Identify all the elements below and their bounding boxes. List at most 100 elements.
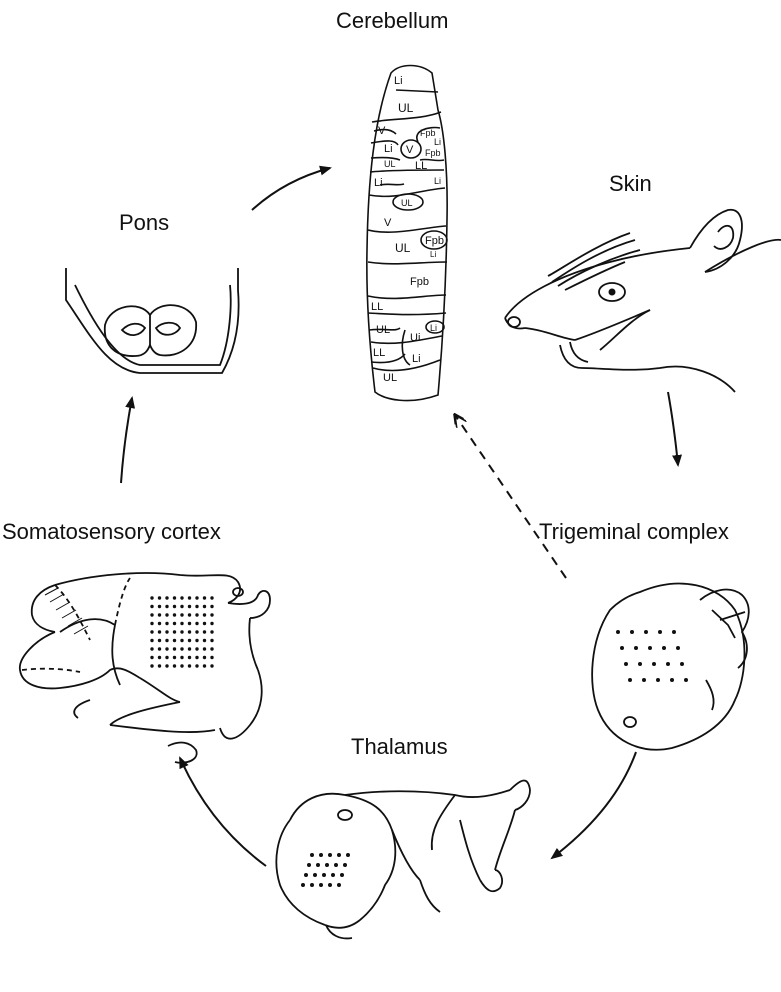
whisker-dot xyxy=(165,630,168,633)
whisker-dot xyxy=(210,639,213,642)
whisker-dot xyxy=(630,630,634,634)
whisker-dot xyxy=(158,596,161,599)
whisker-dot xyxy=(672,630,676,634)
whisker-dot xyxy=(203,596,206,599)
whisker-dot xyxy=(203,647,206,650)
whisker-dot xyxy=(210,605,213,608)
whisker-dot xyxy=(203,630,206,633)
cortex-dot-field xyxy=(150,596,213,667)
whisker-dot xyxy=(195,613,198,616)
whisker-dot xyxy=(158,639,161,642)
whisker-dot xyxy=(165,639,168,642)
whisker-dot xyxy=(331,873,335,877)
whisker-dot xyxy=(180,605,183,608)
whisker-dot xyxy=(173,622,176,625)
whisker-dot xyxy=(188,647,191,650)
whisker-dot xyxy=(313,873,317,877)
whisker-dot xyxy=(150,639,153,642)
whisker-dot xyxy=(652,662,656,666)
whisker-dot xyxy=(150,647,153,650)
whisker-dot xyxy=(180,664,183,667)
whisker-dot xyxy=(173,605,176,608)
whisker-dot xyxy=(195,664,198,667)
thalamus-dot-field xyxy=(301,853,350,887)
whisker-dot xyxy=(173,630,176,633)
whisker-dot xyxy=(620,646,624,650)
whisker-dot xyxy=(340,873,344,877)
whisker-dot xyxy=(150,622,153,625)
whisker-dot xyxy=(656,678,660,682)
whisker-dot xyxy=(337,853,341,857)
whisker-dot xyxy=(634,646,638,650)
whisker-dot xyxy=(670,678,674,682)
whisker-dot xyxy=(334,863,338,867)
whisker-dot xyxy=(173,639,176,642)
whisker-dot xyxy=(195,605,198,608)
whisker-dot xyxy=(210,630,213,633)
trigeminal-dot-field xyxy=(616,630,688,682)
whisker-dot xyxy=(658,630,662,634)
whisker-dot xyxy=(180,613,183,616)
whisker-dot xyxy=(165,596,168,599)
whisker-dot xyxy=(624,662,628,666)
whisker-dot xyxy=(188,664,191,667)
whisker-dot xyxy=(195,639,198,642)
whisker-dot xyxy=(684,678,688,682)
whisker-dot xyxy=(638,662,642,666)
whisker-dot xyxy=(195,622,198,625)
whisker-dot xyxy=(325,863,329,867)
whisker-dot xyxy=(210,664,213,667)
whisker-dot xyxy=(180,647,183,650)
whisker-dot xyxy=(203,639,206,642)
whisker-dot xyxy=(173,596,176,599)
whisker-dot xyxy=(644,630,648,634)
whisker-dot xyxy=(165,622,168,625)
whisker-dot xyxy=(188,639,191,642)
whisker-dot xyxy=(203,656,206,659)
whisker-dot xyxy=(188,622,191,625)
whisker-dot xyxy=(662,646,666,650)
whisker-dot xyxy=(150,613,153,616)
whisker-dot xyxy=(210,622,213,625)
whisker-dot xyxy=(301,883,305,887)
whisker-dot xyxy=(165,664,168,667)
whisker-dot xyxy=(158,622,161,625)
whisker-dot xyxy=(165,656,168,659)
whisker-dot xyxy=(680,662,684,666)
whisker-dot xyxy=(210,647,213,650)
whisker-dot xyxy=(346,853,350,857)
whisker-dot xyxy=(203,664,206,667)
whisker-dot xyxy=(210,596,213,599)
whisker-dot xyxy=(328,883,332,887)
whisker-dot xyxy=(642,678,646,682)
whisker-dot xyxy=(195,596,198,599)
whisker-dot xyxy=(188,656,191,659)
whisker-dot xyxy=(165,647,168,650)
whisker-dot xyxy=(188,596,191,599)
whisker-dot xyxy=(158,647,161,650)
whisker-dot xyxy=(203,622,206,625)
whisker-dot xyxy=(180,622,183,625)
whisker-dot xyxy=(158,605,161,608)
whisker-dot xyxy=(203,613,206,616)
whisker-dot xyxy=(195,647,198,650)
whisker-dot xyxy=(337,883,341,887)
whisker-dot xyxy=(319,883,323,887)
whisker-dot xyxy=(310,853,314,857)
whisker-dot xyxy=(648,646,652,650)
whisker-dot xyxy=(666,662,670,666)
whisker-dot xyxy=(188,613,191,616)
whisker-dot xyxy=(150,664,153,667)
whisker-dot xyxy=(203,605,206,608)
whisker-dot xyxy=(150,605,153,608)
whisker-dot xyxy=(322,873,326,877)
whisker-dot xyxy=(343,863,347,867)
whisker-dot xyxy=(165,605,168,608)
whisker-dot xyxy=(158,630,161,633)
whisker-dot xyxy=(173,613,176,616)
whisker-dot xyxy=(173,664,176,667)
whisker-dot xyxy=(158,656,161,659)
whisker-dot xyxy=(195,656,198,659)
